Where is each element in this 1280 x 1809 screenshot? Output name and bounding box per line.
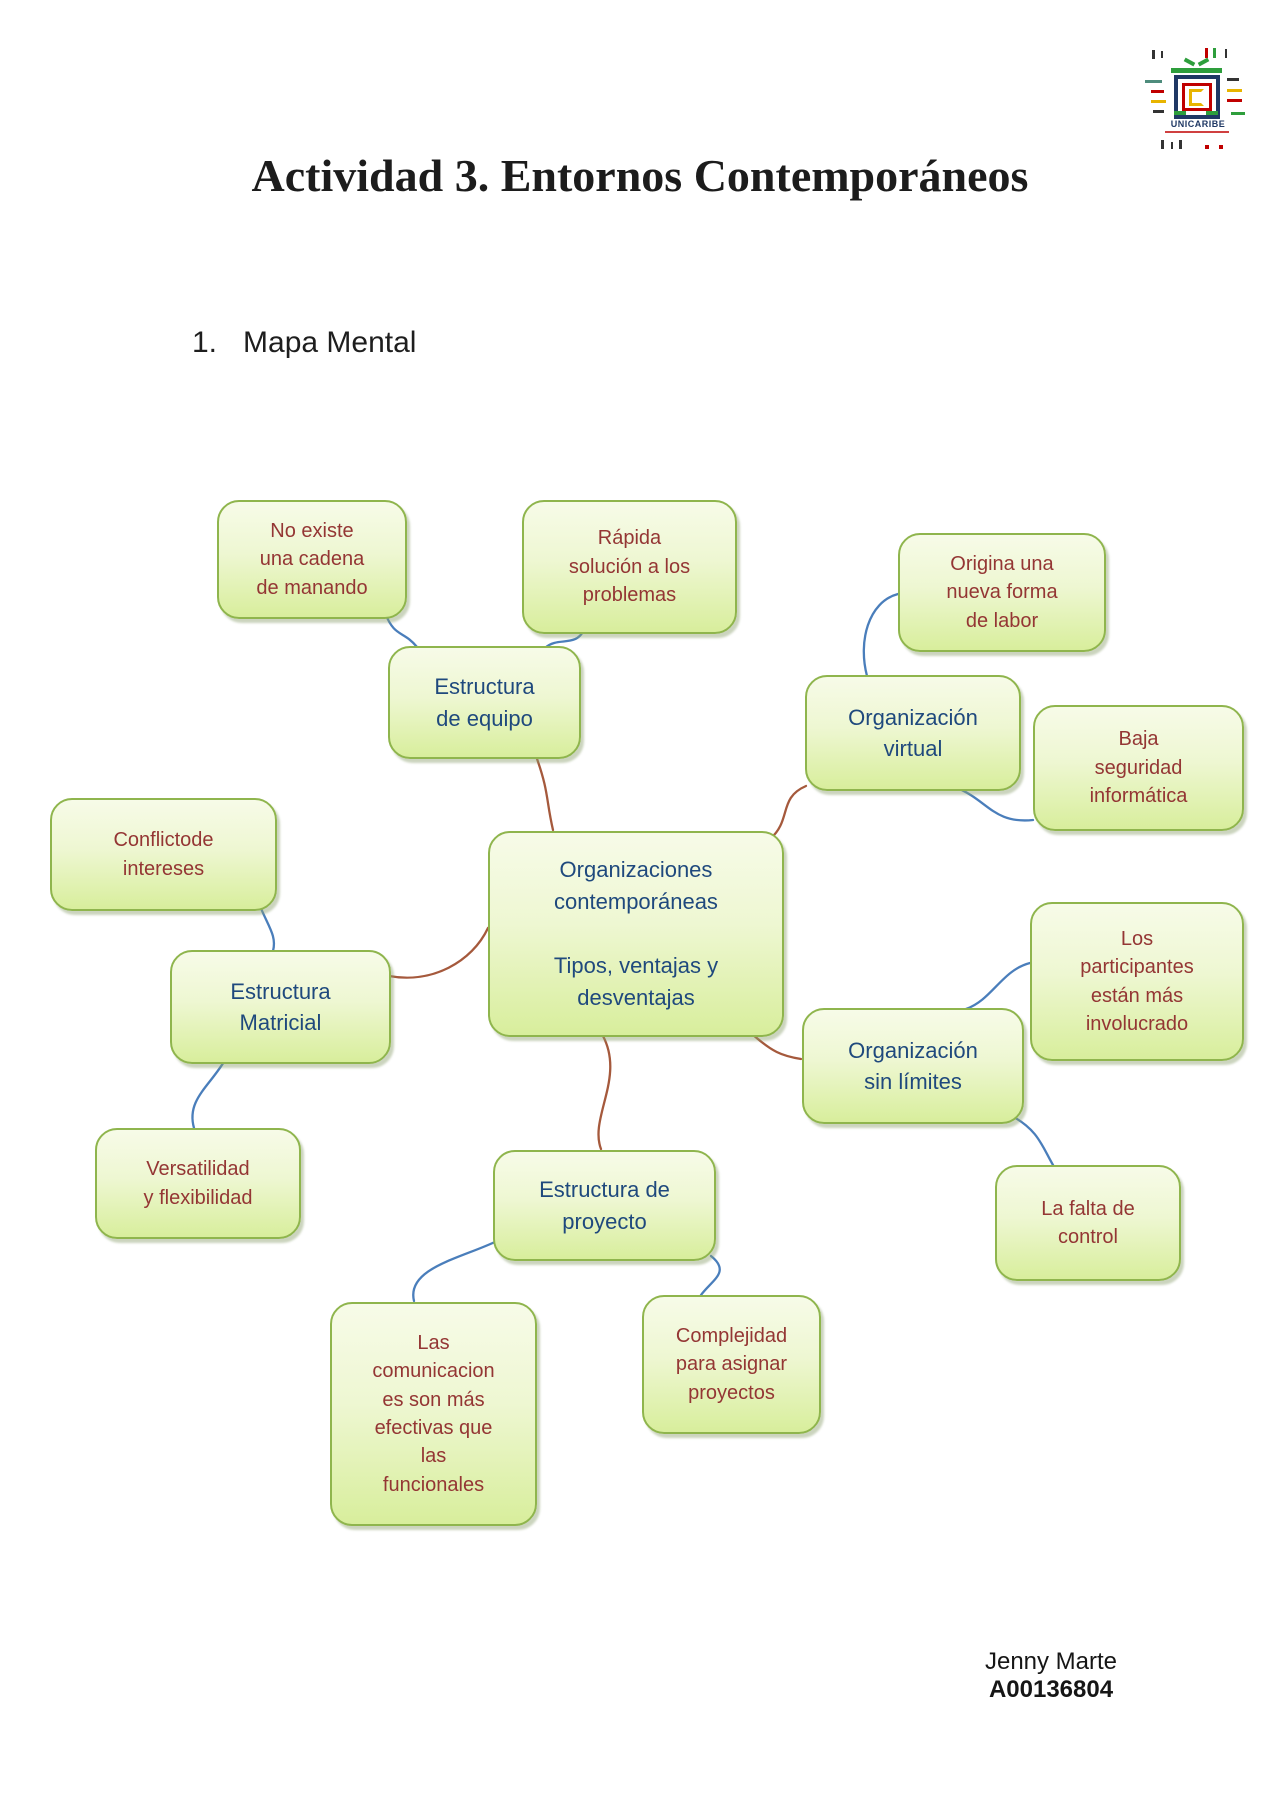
node-text: Organización sin límites	[848, 1037, 978, 1094]
connector-centro-proyecto	[597, 1034, 612, 1151]
logo-decoration	[1152, 50, 1155, 59]
connector-centro-equipo	[534, 754, 555, 832]
logo-decoration	[1227, 99, 1242, 102]
node-rapida-solucion: Rápida solución a los problemas	[522, 500, 737, 634]
connector-centro-virtual	[768, 784, 808, 841]
node-no-existe-cadena: No existe una cadena de manando	[217, 500, 407, 619]
node-complejidad-proyectos: Complejidad para asignar proyectos	[642, 1295, 821, 1434]
node-text: Versatilidad y flexibilidad	[143, 1158, 253, 1209]
section-title: Mapa Mental	[243, 326, 417, 359]
node-text: Organizaciones contemporáneas Tipos, ven…	[553, 857, 719, 1010]
node-text: Conflictode intereses	[113, 829, 214, 880]
author-block: Jenny Marte A00136804	[958, 1648, 1144, 1704]
logo-decoration	[1225, 49, 1227, 58]
logo-decoration	[1161, 140, 1164, 149]
logo-decoration	[1213, 48, 1216, 58]
logo-decoration	[1231, 112, 1245, 115]
node-text: No existe una cadena de manando	[256, 519, 368, 599]
node-text: Los participantes están más involucrado	[1080, 927, 1194, 1035]
connector-matricial-versatilidad	[191, 1058, 227, 1130]
logo-decoration	[1227, 78, 1239, 81]
author-name: Jenny Marte	[984, 1648, 1118, 1675]
logo-decoration	[1179, 140, 1182, 149]
connector-origina-virtual	[862, 592, 900, 678]
logo-decoration	[1206, 111, 1218, 115]
logo-emblem-inner	[1182, 83, 1212, 111]
logo-decoration	[1151, 90, 1164, 93]
node-baja-seguridad: Baja seguridad informática	[1033, 705, 1244, 831]
node-organizacion-sin-limites: Organización sin límites	[802, 1008, 1024, 1124]
node-text: Baja seguridad informática	[1089, 728, 1188, 808]
node-conflicto-intereses: Conflictode intereses	[50, 798, 277, 911]
node-text: Estructura Matricial	[230, 978, 331, 1035]
section-heading: 1. Mapa Mental	[192, 326, 416, 360]
logo-tagline	[1165, 131, 1229, 133]
logo-decoration	[1219, 145, 1223, 149]
node-text: Organización virtual	[848, 704, 978, 761]
node-text: Complejidad para asignar proyectos	[675, 1324, 788, 1404]
connector-conflicto-matricial	[258, 904, 276, 953]
node-participantes-involucrados: Los participantes están más involucrado	[1030, 902, 1244, 1061]
author-student-id: A00136804	[988, 1676, 1114, 1703]
node-text: La falta de control	[1041, 1197, 1135, 1248]
logo-leaf-icon	[1183, 57, 1196, 67]
logo-decoration	[1205, 48, 1208, 58]
connector-sin-limites-participantes	[964, 961, 1032, 1011]
node-organizacion-virtual: Organización virtual	[805, 675, 1021, 791]
node-text: Estructura de proyecto	[539, 1177, 670, 1234]
node-estructura-de-equipo: Estructura de equipo	[388, 646, 581, 759]
logo-c-mark	[1189, 89, 1204, 106]
node-falta-de-control: La falta de control	[995, 1165, 1181, 1281]
unicaribe-logo: UNICARIBE	[1143, 42, 1253, 154]
node-comunicaciones-efectivas: Las comunicacion es son más efectivas qu…	[330, 1302, 537, 1526]
connector-proyecto-comunicaciones	[412, 1239, 499, 1303]
logo-decoration	[1171, 68, 1222, 73]
logo-leaf-icon	[1197, 57, 1210, 67]
page-title: Actividad 3. Entornos Contemporáneos	[251, 149, 1029, 201]
logo-decoration	[1151, 100, 1166, 103]
section-number: 1.	[192, 326, 218, 359]
logo-decoration	[1174, 111, 1186, 115]
node-text: Origina una nueva forma de labor	[946, 552, 1058, 632]
logo-decoration	[1227, 89, 1242, 92]
node-text: Rápida solución a los problemas	[568, 527, 691, 607]
logo-decoration	[1205, 145, 1209, 149]
logo-decoration	[1153, 110, 1164, 113]
connector-virtual-baja-seguridad	[953, 785, 1035, 822]
logo-decoration	[1171, 142, 1173, 149]
node-text: Las comunicacion es son más efectivas qu…	[372, 1331, 495, 1496]
logo-decoration	[1161, 51, 1163, 58]
connector-centro-matricial	[387, 926, 490, 979]
node-versatilidad-flexibilidad: Versatilidad y flexibilidad	[95, 1128, 301, 1239]
node-text: Estructura de equipo	[434, 674, 535, 731]
node-estructura-matricial: Estructura Matricial	[170, 950, 391, 1064]
logo-wordmark: UNICARIBE	[1170, 119, 1226, 129]
connector-proyecto-complejidad	[699, 1254, 721, 1297]
logo-emblem	[1174, 75, 1220, 119]
node-estructura-de-proyecto: Estructura de proyecto	[493, 1150, 716, 1261]
connector-sin-limites-falta-control	[1010, 1114, 1055, 1167]
node-organizaciones-contemporaneas: Organizaciones contemporáneas Tipos, ven…	[488, 831, 784, 1037]
node-origina-nueva-forma: Origina una nueva forma de labor	[898, 533, 1106, 652]
logo-decoration	[1145, 80, 1162, 83]
